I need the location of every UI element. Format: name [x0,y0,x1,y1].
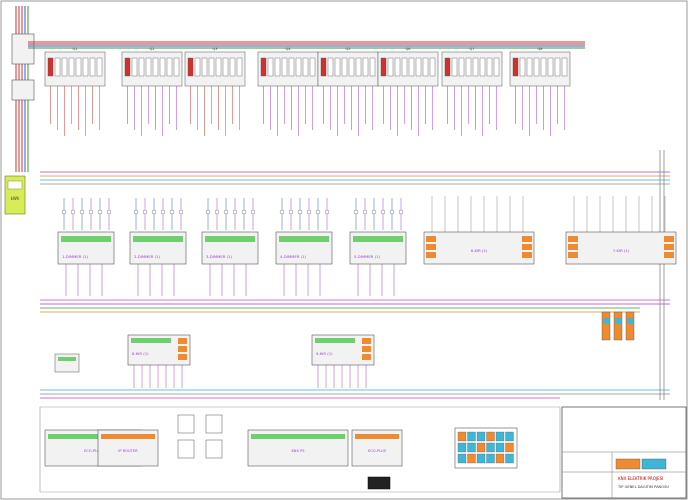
bottom-panel-label: ECO-PLUS [84,449,103,453]
bottom-panel-label: ECO-PLUS [368,449,387,453]
breaker-group-label: Q7 [470,47,475,51]
lower-module: 8-KIR (1) [127,334,191,388]
legend-cell [495,453,505,464]
bottom-panel-label: IP ROUTER [118,449,138,453]
title-block-note: TIP GENEL DAGITIM PANOSU [617,485,669,489]
legend-cell [467,431,476,442]
legend-cell [476,431,486,442]
dimmer-label: 1-DIMMER (1) [62,254,89,259]
breaker-group-label: Q2 [150,47,155,51]
breaker-group-label: Q3 [213,47,218,51]
title-block-title: KNX ELEKTRIK PROJESI [618,476,663,481]
legend-cell [495,431,505,442]
dimmer-label: 2-DIMMER (1) [134,254,161,259]
breaker-group: Q6 [377,47,439,136]
legend-cell [505,453,514,464]
legend-cell [486,453,495,464]
bottom-controls [177,414,391,490]
breaker-group-label: Q4 [286,47,292,51]
lower-module-label: 9-KIR (1) [316,351,333,356]
relay-actuator: 6-KIR (1) [423,196,535,265]
dimmer-module: 1-DIMMER (1) [57,198,115,296]
relay-label: 6-KIR (1) [471,248,488,253]
bottom-row: ECO-PLUS IP ROUTER KNX PS ECO-PLUS [44,429,403,467]
lower-module-label: 8-KIR (1) [132,351,149,356]
breaker-group-label: Q8 [538,47,543,51]
breaker-groups: Q1 Q2 Q3 Q4 Q5 Q6 Q7 Q8 [44,47,571,136]
dimmer-module: 3-DIMMER (1) [201,198,259,296]
main-switch [11,33,35,65]
battery [367,476,391,490]
legend-cell [467,453,476,464]
legend-cell [457,453,467,464]
bottom-panel: ECO-PLUS [351,429,403,467]
control-bus [40,150,670,400]
legend-cell [467,442,476,453]
knx-distribution-panel [454,427,518,469]
meter-label: kWh [11,196,20,201]
legend-cell [495,442,505,453]
title-block: KNX ELEKTRIK PROJESI TIP GENEL DAGITIM P… [561,406,687,499]
fuse-strip [601,311,635,341]
relay-label: 7-KIR (1) [613,248,630,253]
breaker-group: Q7 [441,47,503,136]
relay-actuator: 7-KIR (1) [565,196,677,265]
legend-cell [505,431,514,442]
breaker-group: Q2 [121,47,183,136]
dimmer-module: 5-DIMMER (1) [349,198,407,296]
legend-cell [457,442,467,453]
lower-row: 8-KIR (1) 9-KIR (1) [127,334,375,388]
breaker-group: Q8 [509,47,571,136]
relay-row: 6-KIR (1) 7-KIR (1) [423,196,677,265]
dimmer-module: 2-DIMMER (1) [129,198,187,296]
dimmer-row: 1-DIMMER (1) 2-DIMMER (1) 3-DIMMER (1) 4-DI… [57,198,407,296]
breaker-group-label: Q6 [406,47,411,51]
dimmer-label: 4-DIMMER (1) [280,254,307,259]
dimmer-label: 3-DIMMER (1) [206,254,233,259]
legend-cell [476,442,486,453]
legend-cell [486,442,495,453]
main-feeder [11,6,35,172]
dimmer-module: 4-DIMMER (1) [275,198,333,296]
bottom-panel: IP ROUTER [97,429,159,467]
main-busbars [28,41,585,49]
legend-cell [476,453,486,464]
bottom-panel: KNX PS [247,429,349,467]
energy-meter: kWh [4,175,26,215]
breaker-group: Q5 [317,47,379,136]
breaker-group: Q3 [184,47,246,136]
bottom-frame [39,406,561,493]
lower-module: 9-KIR (1) [311,334,375,388]
legend-cell [486,431,495,442]
surge-protector [11,79,35,101]
dimmer-label: 5-DIMMER (1) [354,254,381,259]
bottom-panel-label: KNX PS [291,449,305,453]
breaker-group: Q1 [44,47,106,136]
breaker-group-label: Q5 [346,47,351,51]
legend-cell [505,442,514,453]
legend-cell [457,431,467,442]
breaker-group: Q4 [257,47,319,136]
sensor-block [54,353,80,373]
breaker-group-label: Q1 [73,47,78,51]
